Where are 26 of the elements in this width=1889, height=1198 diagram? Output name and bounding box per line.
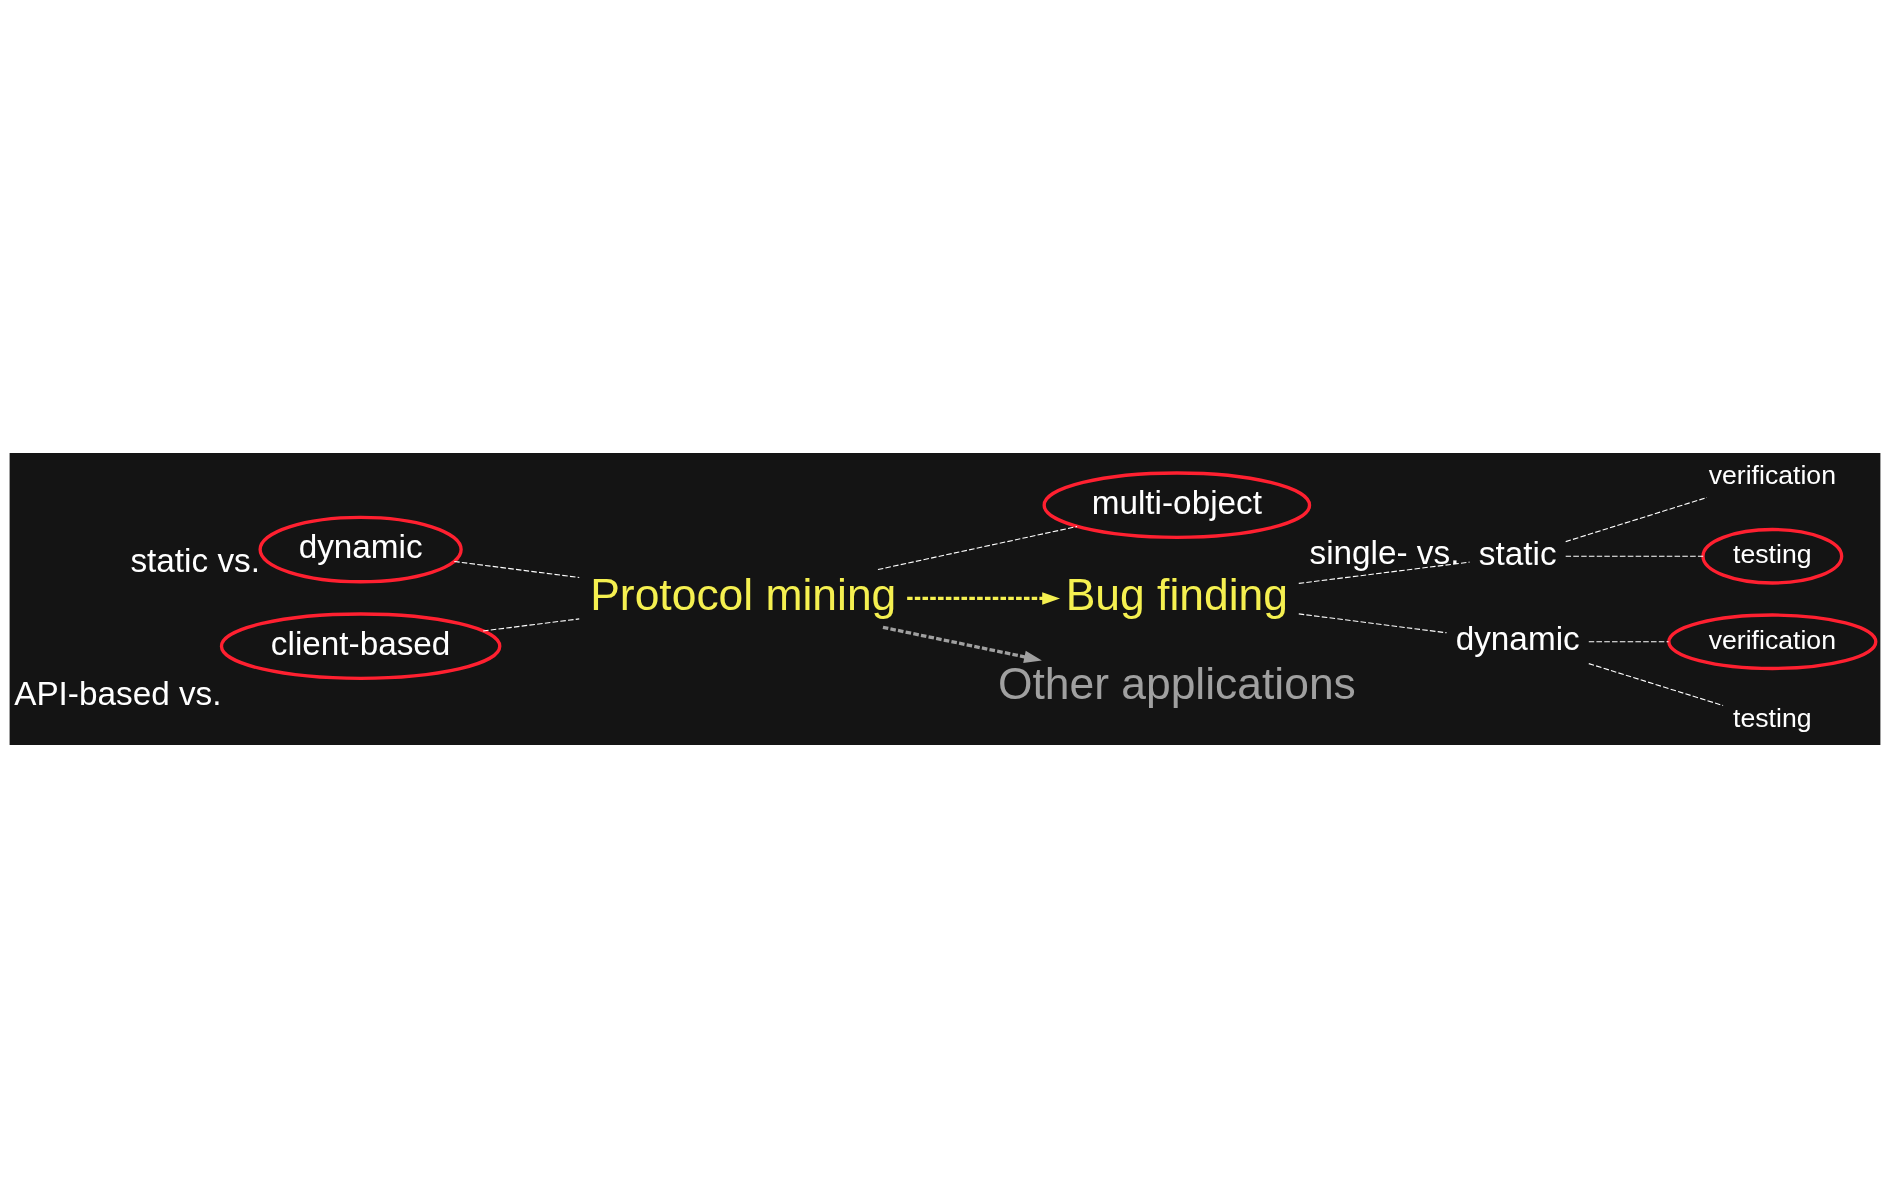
node-label: single- vs. bbox=[1309, 534, 1459, 572]
connector bbox=[876, 525, 1078, 571]
connector bbox=[453, 560, 580, 579]
connector bbox=[1587, 663, 1724, 707]
connector bbox=[1297, 613, 1447, 634]
node-label: static vs. bbox=[129, 541, 260, 579]
arrow bbox=[882, 625, 1042, 663]
node-ellipse: verification bbox=[1666, 613, 1877, 671]
node-ellipse: multi-object bbox=[1042, 471, 1311, 540]
node-text: dynamic bbox=[1455, 620, 1580, 658]
node-text: verification bbox=[1708, 460, 1836, 491]
node-text: static bbox=[1478, 534, 1557, 572]
node-text: testing bbox=[1732, 703, 1812, 734]
connector bbox=[1564, 555, 1704, 557]
node-text: Other applications bbox=[997, 659, 1356, 709]
connector bbox=[482, 618, 580, 632]
node-ellipse: client-based bbox=[219, 612, 501, 681]
connector bbox=[1297, 561, 1470, 584]
node-text: Protocol mining bbox=[589, 569, 896, 619]
arrow bbox=[906, 592, 1060, 605]
node-ellipse: dynamic bbox=[257, 515, 463, 584]
connector bbox=[1564, 496, 1708, 543]
node-text: Bug finding bbox=[1065, 569, 1288, 619]
node-ellipse: testing bbox=[1700, 527, 1843, 585]
node-label: API-based vs. bbox=[13, 675, 221, 713]
connector bbox=[1587, 641, 1669, 643]
